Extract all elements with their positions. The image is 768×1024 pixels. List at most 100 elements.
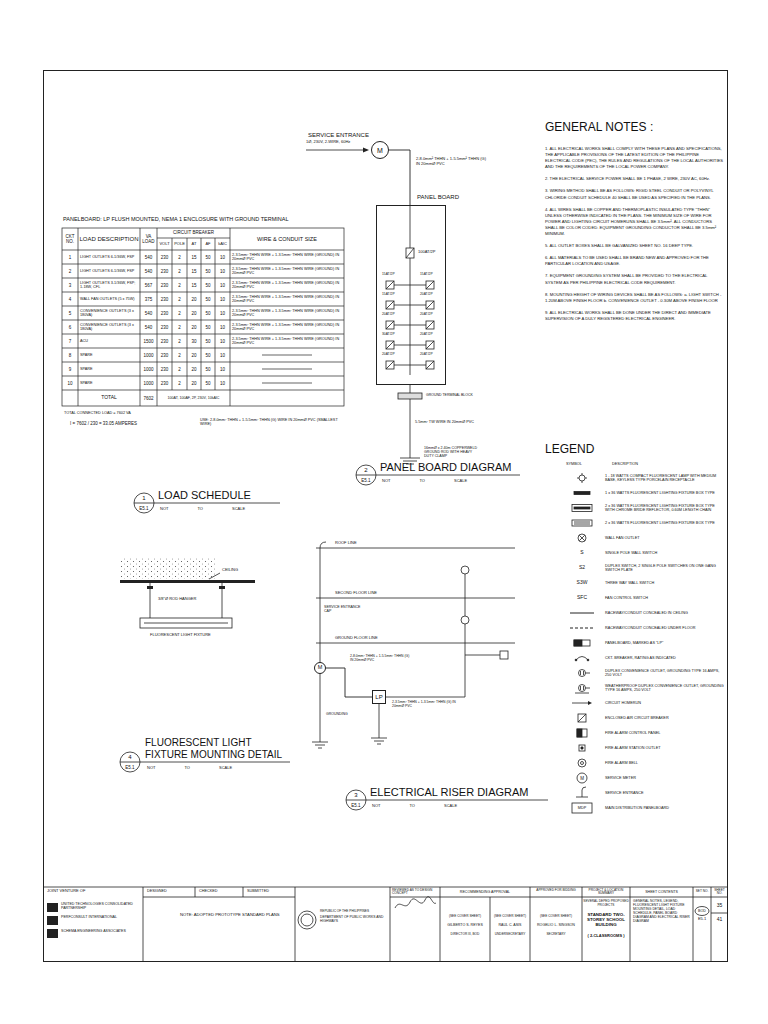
fixture-symbol: [572, 520, 592, 526]
legend-description: ENCLOSED AIR CIRCUIT BREAKER: [605, 716, 725, 720]
general-note: 2. THE ELECTRICAL SERVICE POWER SHALL BE…: [545, 176, 725, 182]
table-cell: 10: [215, 381, 230, 386]
outlet-symbol: [575, 693, 589, 694]
title-block-text: (SEE COVER SHEET): [490, 915, 530, 919]
legend-description: 2 x 36 WATTS FLUORESCENT LIGHTING FIXTUR…: [605, 504, 725, 513]
panel-board-wiring: [410, 361, 434, 369]
service-symbol: [576, 787, 588, 797]
table-cell: 1000: [140, 353, 157, 358]
legend-symbol: [578, 759, 586, 767]
title-block-text: (SEE COVER SHEET): [530, 915, 582, 919]
title-block-text: GILBERTO S. REYES: [440, 923, 490, 927]
title-block-text: REVIEWED AS TO DESIGN CONCEPT: [392, 889, 438, 896]
table-cell: 50: [201, 353, 215, 358]
fixture-symbol: [572, 505, 592, 512]
symbol-letter: M: [576, 776, 588, 781]
column-header: VA LOAD: [140, 234, 157, 244]
panel-board-wiring: [406, 248, 414, 258]
title-block-text: REPUBLIC OF THE PHILIPPINES: [320, 910, 369, 914]
box-heading: PANEL BOARD: [417, 194, 459, 200]
panel-board-wiring: [386, 361, 410, 369]
detail-annotation: CEILING: [222, 568, 238, 573]
title-block-grid: [298, 911, 316, 929]
legend-description: DUPLEX SWITCH, 2 SINGLE POLE SWITCHES ON…: [605, 564, 725, 573]
title-block-text: (SEE COVER SHEET): [440, 915, 490, 919]
scale-note: NOT TO SCALE: [160, 507, 245, 512]
table-cell: 10: [215, 367, 230, 372]
title-block-text: PERFCONSULT INTERNATIONAL: [61, 915, 141, 919]
title-block-text: SUBMITTED: [247, 889, 269, 893]
sheet-frame: [44, 71, 728, 962]
legend-description: MAIN DISTRIBUTION PANELBOARD: [605, 806, 725, 810]
callout-number: 2: [361, 467, 371, 474]
table-cell: SPARE: [80, 381, 139, 385]
table-cell: 7602: [140, 396, 157, 401]
table-cell: 230: [157, 367, 172, 372]
panel-board-wiring: [410, 321, 434, 329]
legend-symbol: [570, 613, 594, 614]
panel-board-wiring: [306, 148, 434, 465]
legend-symbol: [578, 534, 586, 542]
lamp-symbol: [579, 475, 585, 481]
alarm-symbol: [579, 745, 585, 751]
table-grid: [157, 238, 230, 239]
legend-symbol: [570, 628, 594, 629]
riser-annotation: SERVICE ENTRANCE CAP: [324, 605, 364, 613]
title-block-text: 41: [711, 917, 728, 923]
riser-linework: [320, 548, 321, 742]
raceway-symbol: [570, 613, 594, 614]
legend-description: SERVICE METER: [605, 776, 725, 780]
scale-note: NOT TO SCALE: [372, 804, 457, 809]
general-note: 9. ALL ELECTRICAL WORKS SHALL BE DONE UN…: [545, 310, 725, 322]
legend-symbol: [576, 787, 588, 797]
table-cell: 50: [201, 325, 215, 330]
legend-symbol: [577, 473, 587, 483]
table-cell: 2: [172, 283, 187, 288]
table-cell: 375: [140, 297, 157, 302]
title-block-grid: [47, 929, 58, 938]
title-block-text: SHEET CONTENTS: [630, 890, 693, 894]
alarm-symbol: [577, 729, 587, 737]
title-block-text: JOINT VENTURE OF: [47, 889, 85, 894]
table-heading: PANELBOARD: LP FLUSH MOUNTED, NEMA 1 ENC…: [63, 216, 289, 222]
legend-description: CIRCUIT HOMERUN: [605, 701, 725, 705]
table-cell: 2: [62, 269, 78, 274]
table-cell: 230: [157, 255, 172, 260]
title-block-grid: [395, 897, 436, 908]
table-cell: 50: [201, 297, 215, 302]
callout-marks: [356, 475, 520, 476]
title-block-grid: [143, 887, 711, 962]
table-grid: [62, 250, 344, 390]
table-cell: 50: [201, 381, 215, 386]
table-cell: 2: [172, 311, 187, 316]
breaker-rating: 15AT/2P: [420, 273, 433, 277]
title-block-text: DEPARTMENT OF PUBLIC WORKS AND HIGHWAYS: [320, 916, 386, 924]
table-cell: 30: [187, 339, 201, 344]
general-note: 6. ALL MATERIALS TO BE USED SHALL BE BRA…: [545, 255, 725, 267]
riser-annotation: GROUNDING: [326, 712, 348, 716]
riser-linework: [500, 651, 508, 659]
title-block-grid: [43, 887, 728, 888]
legend-symbol: [572, 520, 592, 526]
table-cell: LIGHT OUTLETS 6-1/36W, FSP: [80, 255, 139, 259]
callout-number: 3: [351, 792, 361, 799]
table-cell: 10: [62, 381, 78, 386]
riser-linework: [465, 655, 500, 656]
panel-board-wiring: [410, 258, 411, 375]
table-cell: 20: [187, 297, 201, 302]
panel-board-wiring: [363, 148, 369, 153]
symbol-letter: S3W: [570, 580, 594, 586]
load-computation: I = 7602 / 230 = 33.05 AMPERES: [70, 421, 137, 426]
breaker-rating: 20AT/2P: [420, 333, 433, 337]
title-block-text: UNDERSECRETARY: [490, 933, 530, 937]
table-cell: 10: [215, 311, 230, 316]
title-block-text: RECOMMENDING APPROVAL: [440, 890, 530, 894]
title-block-text: SECRETARY: [530, 933, 582, 937]
legend-symbol: [574, 492, 590, 495]
table-cell: CONVENIENCE OUTLETS (3 x 180VA): [80, 309, 139, 318]
table-cell: 1500: [140, 339, 157, 344]
table-cell: SPARE: [80, 353, 139, 357]
legend-description: DUPLEX CONVENIENCE OUTLET, GROUNDING TYP…: [605, 669, 725, 678]
breaker-rating: 15AT/2P: [382, 273, 395, 277]
table-cell: 50: [201, 283, 215, 288]
